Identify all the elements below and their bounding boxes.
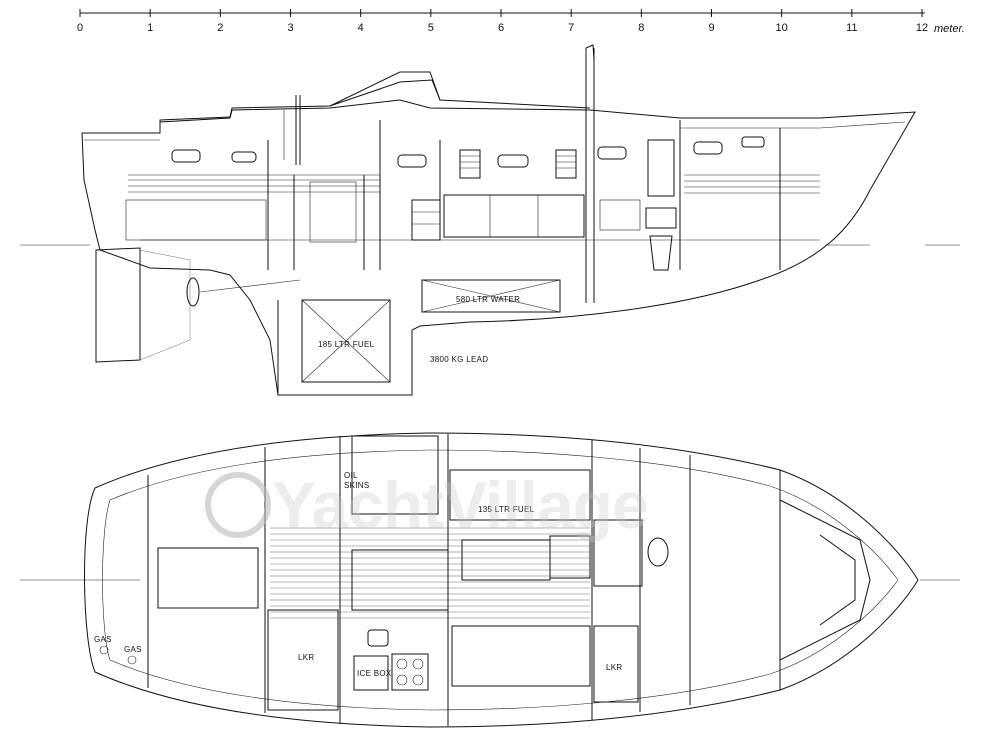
oil-skins-label-2: SKINS [344,481,370,490]
scale-tick-label: 8 [638,22,644,34]
scale-tick-label: 3 [287,22,293,34]
vee-berth [779,499,871,661]
vents [459,149,577,179]
coachroof [159,79,591,133]
galley-sink [367,629,389,647]
chain-locker [819,534,856,626]
toilet-plan [647,537,669,567]
keel [277,300,413,396]
scale-tick-label: 12 [916,22,928,34]
head-compartment [599,139,677,271]
locker-fwd [593,625,639,703]
toilet [649,235,673,271]
globe-icon [205,472,271,538]
scale-tick-label: 6 [498,22,504,34]
hull-profile-outline [81,99,916,396]
scale-tick-label: 0 [77,22,83,34]
skeg [139,249,191,361]
side-profile-view: 580 LTR WATER 185 LTR FUEL 3800 KG LEAD [20,44,960,396]
top-plan-view: OIL SKINS 135 LTR FUEL LKR LKR ICE BOX G… [20,432,960,728]
head-basin [549,535,591,579]
interior-bulkheads [125,120,820,270]
scale-unit-label: meter. [934,23,965,35]
deck-line [84,121,906,141]
chart-table [351,435,439,515]
scale-tick-label: 7 [568,22,574,34]
fuel-tank [301,299,391,383]
fuel-tank-label: 185 LTR FUEL [318,340,375,349]
hull-plan-outline [84,432,919,728]
dodger [329,71,441,107]
scale-tick-label: 11 [846,22,857,34]
saloon-lockers [411,194,585,241]
locker-aft-label: LKR [298,653,314,662]
scale-tick-label: 9 [708,22,714,34]
settee-top [449,469,591,521]
ice-box [353,655,389,691]
gas-label-1: GAS [94,635,112,644]
locker-aft [267,609,339,711]
stove [391,653,429,691]
ice-box-label: ICE BOX [357,669,392,678]
scale-tick-label: 10 [776,22,788,34]
watermark: YachtVillage [205,468,649,542]
portlights [171,136,765,168]
water-tank-label: 580 LTR WATER [456,295,520,304]
cabin-sole-planking [270,527,590,619]
scale-tick-label: 2 [217,22,223,34]
scale-tick-label: 5 [428,22,434,34]
fuel-tank-plan-label: 135 LTR FUEL [478,505,535,514]
locker-fwd-label: LKR [606,663,622,672]
scale-tick-label: 4 [358,22,364,34]
watermark-text: YachtVillage [272,468,648,542]
scale-tick-label: 1 [147,22,153,34]
prop-shaft [199,279,301,293]
gas-label-2: GAS [124,645,142,654]
quarter-berth [157,547,259,609]
head-plan [593,519,643,587]
ballast-label: 3800 KG LEAD [430,355,488,364]
propeller [186,277,200,307]
rudder [95,247,141,363]
saloon-table [351,549,449,611]
mast-flag [585,44,595,61]
deck-line-plan [102,449,899,711]
water-tank [421,279,561,313]
oil-skins-label-1: OIL [344,471,358,480]
settee-bottom [451,625,591,687]
